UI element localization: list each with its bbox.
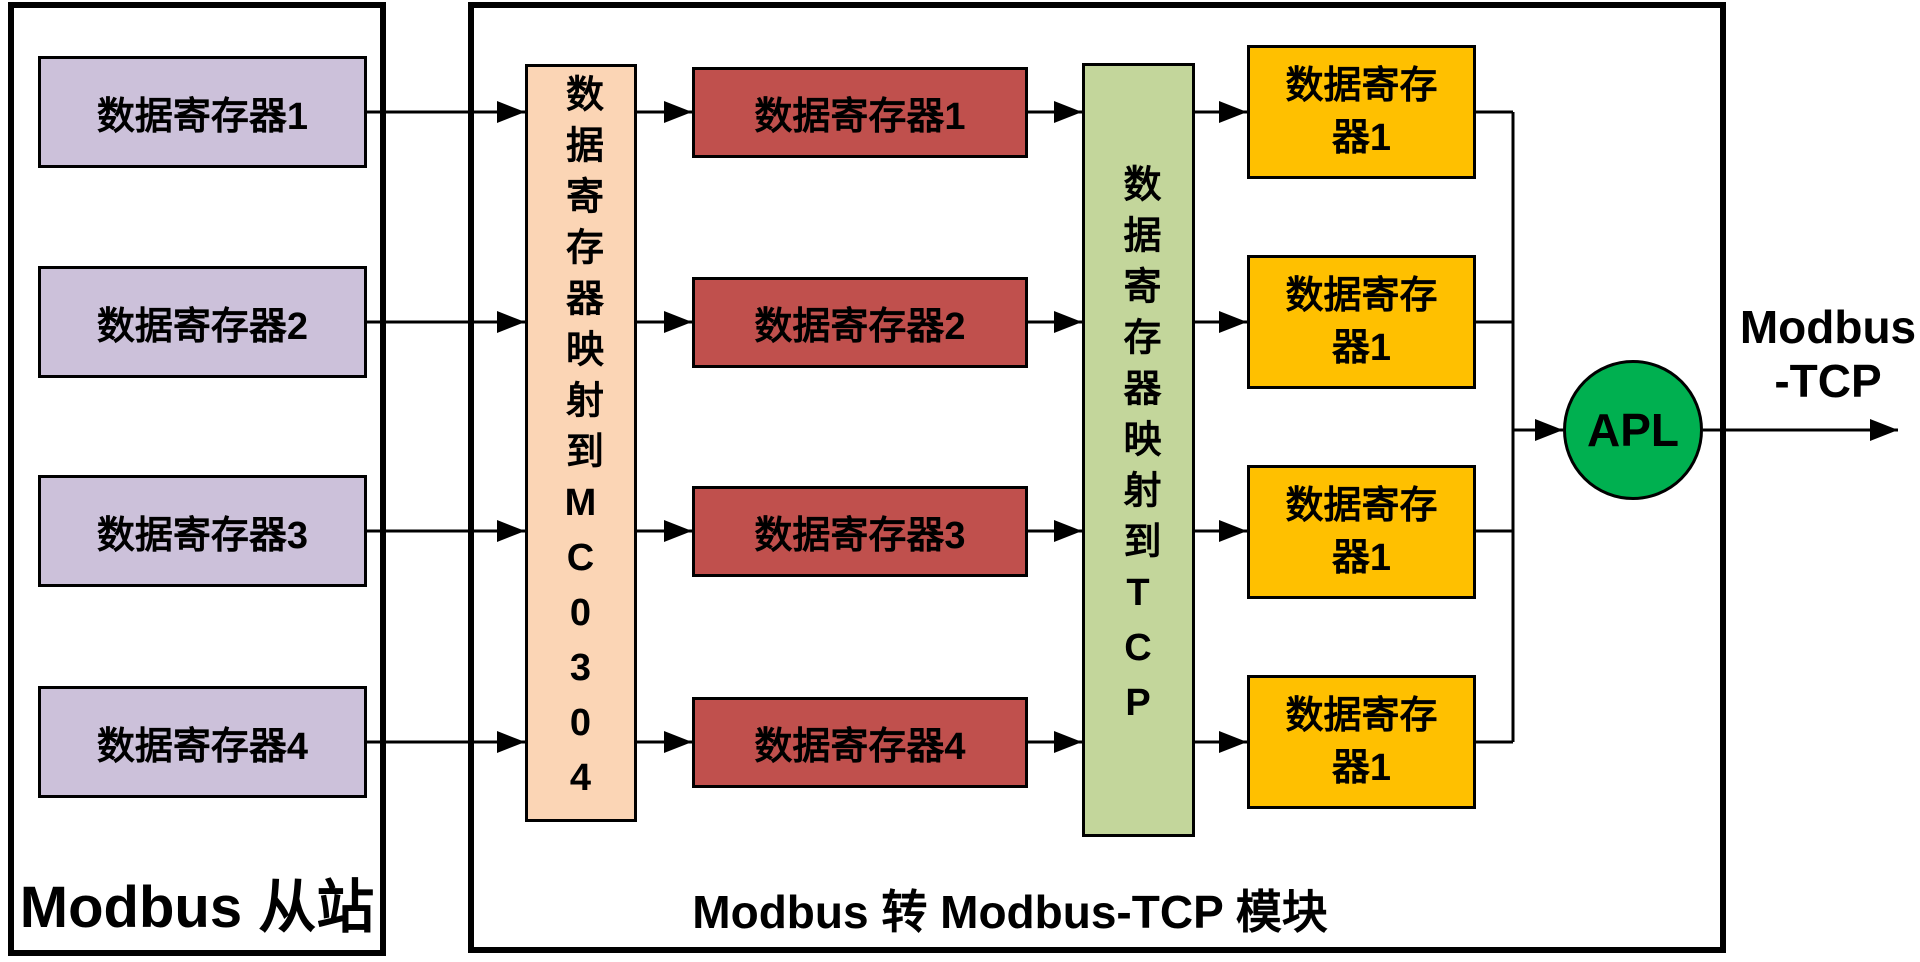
slave-register-box-2: 数据寄存器2 — [38, 266, 367, 378]
slave-register-label-3: 数据寄存器3 — [96, 514, 309, 557]
slave-panel-title: Modbus 从站 — [19, 875, 375, 940]
output-label: Modbus -TCP — [1736, 300, 1920, 408]
slave-register-box-1: 数据寄存器1 — [38, 56, 367, 168]
apl-node: APL — [1563, 360, 1703, 500]
tcp-register-box-3: 数据寄存器1 — [1247, 465, 1476, 599]
modbus-tcp-module-panel — [468, 2, 1726, 953]
slave-register-label-4: 数据寄存器4 — [96, 725, 309, 768]
module-register-box-2: 数据寄存器2 — [692, 277, 1028, 368]
slave-register-label-1: 数据寄存器1 — [96, 95, 309, 138]
module-panel-title: Modbus 转 Modbus-TCP 模块 — [692, 886, 1328, 938]
modbus-slave-panel — [8, 2, 386, 956]
slave-register-box-4: 数据寄存器4 — [38, 686, 367, 798]
module-register-label-1: 数据寄存器1 — [754, 96, 966, 138]
mc-mapper-label: 数据寄存器映射到MC0304 — [559, 74, 602, 812]
mc-mapper-box: 数据寄存器映射到MC0304 — [525, 64, 637, 822]
tcp-register-box-4: 数据寄存器1 — [1247, 675, 1476, 809]
module-register-box-3: 数据寄存器3 — [692, 486, 1028, 577]
module-register-label-3: 数据寄存器3 — [754, 515, 966, 557]
tcp-register-label-2: 数据寄存器1 — [1285, 275, 1438, 369]
output-label-line2: -TCP — [1774, 355, 1882, 407]
module-register-label-4: 数据寄存器4 — [754, 726, 966, 768]
tcp-register-box-1: 数据寄存器1 — [1247, 45, 1476, 179]
tcp-mapper-label: 数据寄存器映射到TCP — [1117, 163, 1159, 737]
tcp-register-label-1: 数据寄存器1 — [1285, 65, 1438, 159]
module-register-box-4: 数据寄存器4 — [692, 697, 1028, 788]
slave-register-label-2: 数据寄存器2 — [96, 305, 309, 348]
apl-label: APL — [1587, 404, 1679, 456]
tcp-register-label-4: 数据寄存器1 — [1285, 695, 1438, 789]
module-register-label-2: 数据寄存器2 — [754, 306, 966, 348]
tcp-register-label-3: 数据寄存器1 — [1285, 485, 1438, 579]
tcp-register-box-2: 数据寄存器1 — [1247, 255, 1476, 389]
slave-register-box-3: 数据寄存器3 — [38, 475, 367, 587]
output-label-line1: Modbus — [1739, 301, 1917, 353]
tcp-mapper-box: 数据寄存器映射到TCP — [1082, 63, 1195, 837]
module-register-box-1: 数据寄存器1 — [692, 67, 1028, 158]
